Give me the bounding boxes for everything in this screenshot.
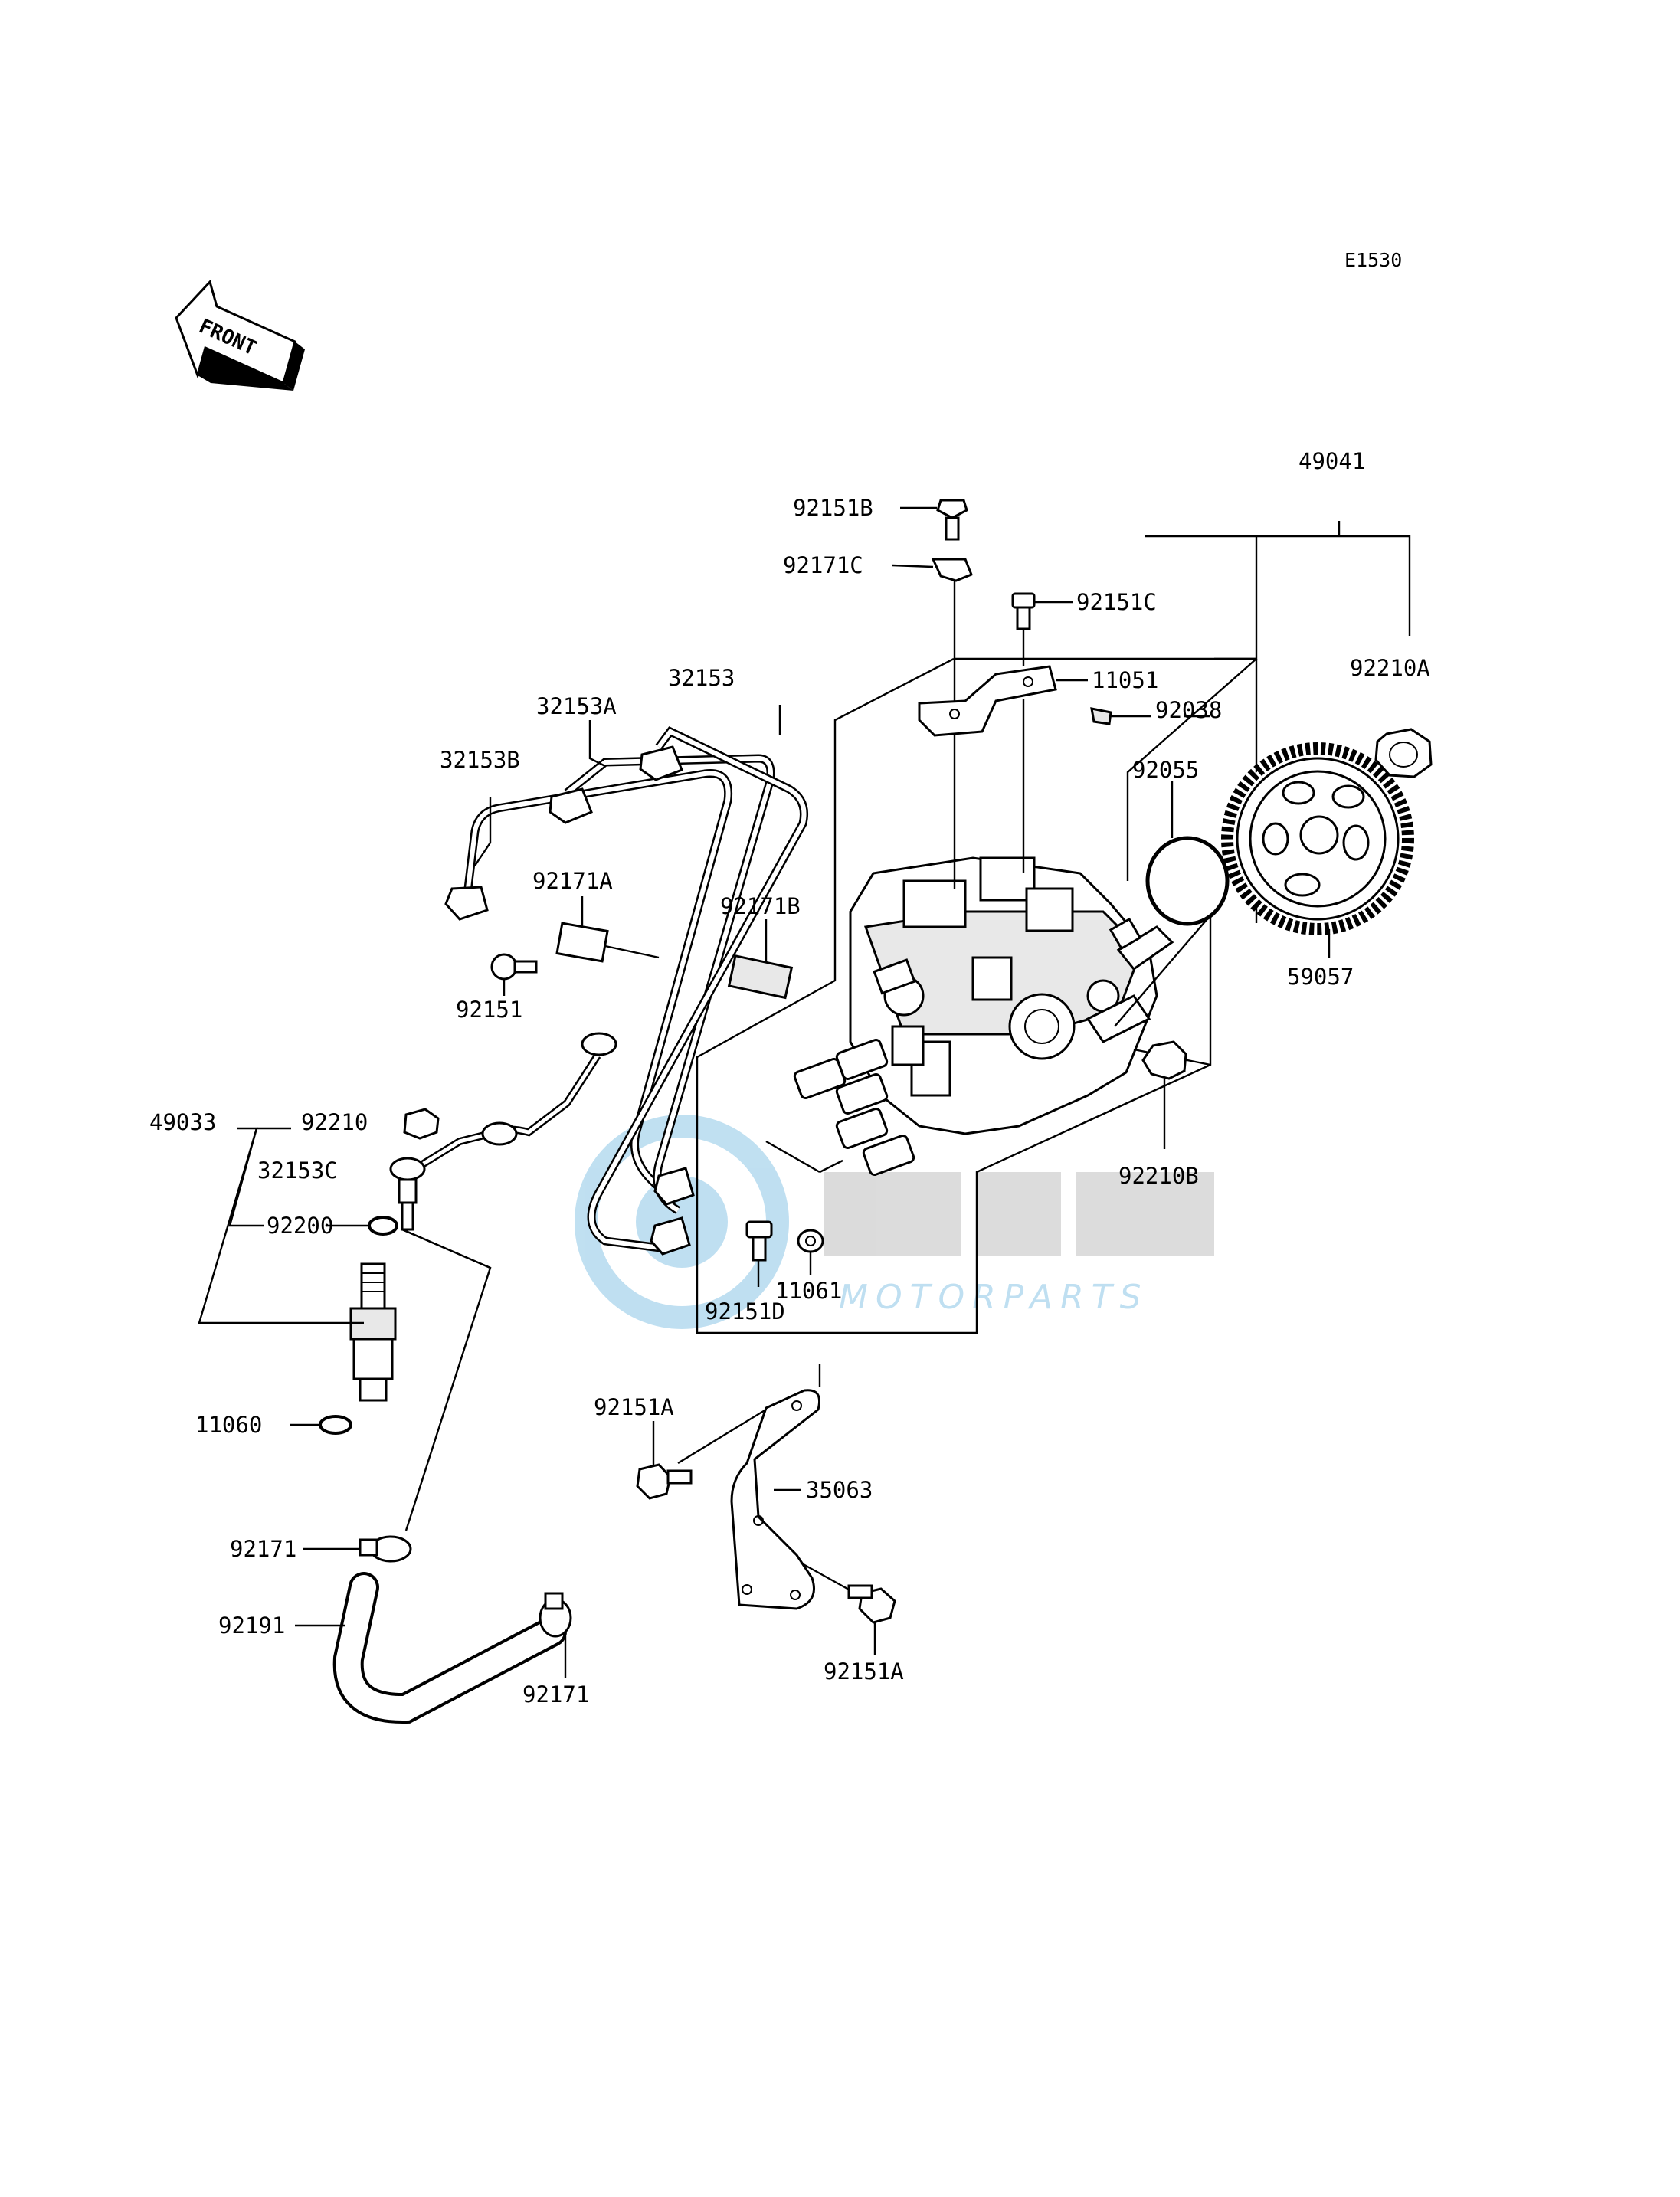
- clamp-92171-lower: [539, 1592, 572, 1638]
- label-92210b: 92210B: [1118, 1163, 1199, 1189]
- label-32153c: 32153C: [257, 1157, 338, 1184]
- front-arrow-icon: FRONT: [175, 280, 305, 391]
- washer-11061: [797, 1229, 824, 1275]
- label-92210: 92210: [301, 1109, 368, 1135]
- clamp-92171-upper: [359, 1535, 412, 1563]
- bolt-92151d: [745, 1220, 773, 1287]
- washer-11060: [319, 1415, 352, 1435]
- bolt-92151a-upper: [636, 1421, 693, 1500]
- label-92171c: 92171C: [783, 552, 863, 578]
- label-92151b: 92151B: [793, 495, 873, 521]
- label-92171a: 92171A: [532, 868, 613, 894]
- bolt-92151c: [1011, 592, 1073, 666]
- label-49033: 49033: [149, 1109, 216, 1135]
- label-35063: 35063: [806, 1477, 873, 1503]
- leak-off-pipe-32153c: [389, 1032, 617, 1231]
- label-92151a-lower: 92151A: [824, 1658, 904, 1685]
- group-box-49033: [198, 1127, 567, 1678]
- label-92151: 92151: [456, 997, 522, 1023]
- washer-92200: [368, 1216, 398, 1236]
- leader-32153a: [588, 720, 606, 768]
- label-11051: 11051: [1092, 667, 1158, 693]
- label-92151d: 92151D: [705, 1298, 785, 1324]
- gear-59057: [1221, 742, 1414, 958]
- clamp-92171c: [892, 558, 973, 712]
- label-92200: 92200: [267, 1213, 333, 1239]
- label-92055: 92055: [1132, 757, 1199, 783]
- bracket-11051: [918, 665, 1088, 889]
- label-92171-upper: 92171: [230, 1536, 296, 1562]
- key-92038: [1090, 707, 1151, 725]
- clamp-92171a: [555, 896, 660, 963]
- o-ring-92055: [1145, 781, 1230, 926]
- nut-92210a: [1374, 728, 1433, 778]
- nozzle-49033: [349, 1262, 397, 1402]
- label-92038: 92038: [1155, 697, 1222, 723]
- bolt-92151: [490, 953, 538, 996]
- clamp-92171b: [727, 919, 794, 1000]
- label-32153: 32153: [668, 665, 735, 691]
- bolt-92151a-lower: [800, 1561, 896, 1655]
- label-92151c: 92151C: [1076, 589, 1157, 615]
- bolt-92151b: [900, 499, 968, 541]
- label-92191: 92191: [218, 1613, 285, 1639]
- injection-pipes: [444, 726, 808, 1256]
- watermark-logo: MOTORPARTS: [575, 1115, 1214, 1329]
- leader-32153b: [474, 797, 492, 866]
- label-32153a: 32153A: [536, 693, 617, 719]
- watermark-subtitle: MOTORPARTS: [839, 1278, 1149, 1317]
- nut-92210: [403, 1108, 440, 1140]
- label-92210a: 92210A: [1350, 655, 1430, 681]
- label-92171b: 92171B: [720, 893, 801, 919]
- diagram-code: E1530: [1344, 249, 1402, 271]
- label-92171-lower: 92171: [522, 1681, 589, 1708]
- hose-92191: [332, 1572, 567, 1724]
- label-11061: 11061: [775, 1278, 842, 1304]
- label-59057: 59057: [1287, 964, 1354, 990]
- label-11060: 11060: [195, 1412, 262, 1438]
- label-92151a-upper: 92151A: [594, 1394, 674, 1420]
- bracket-35063: [677, 1364, 821, 1610]
- nut-92210b: [1141, 1040, 1187, 1149]
- label-49041: 49041: [1298, 448, 1365, 474]
- injection-pump: [793, 856, 1174, 1176]
- label-32153b: 32153B: [440, 747, 520, 773]
